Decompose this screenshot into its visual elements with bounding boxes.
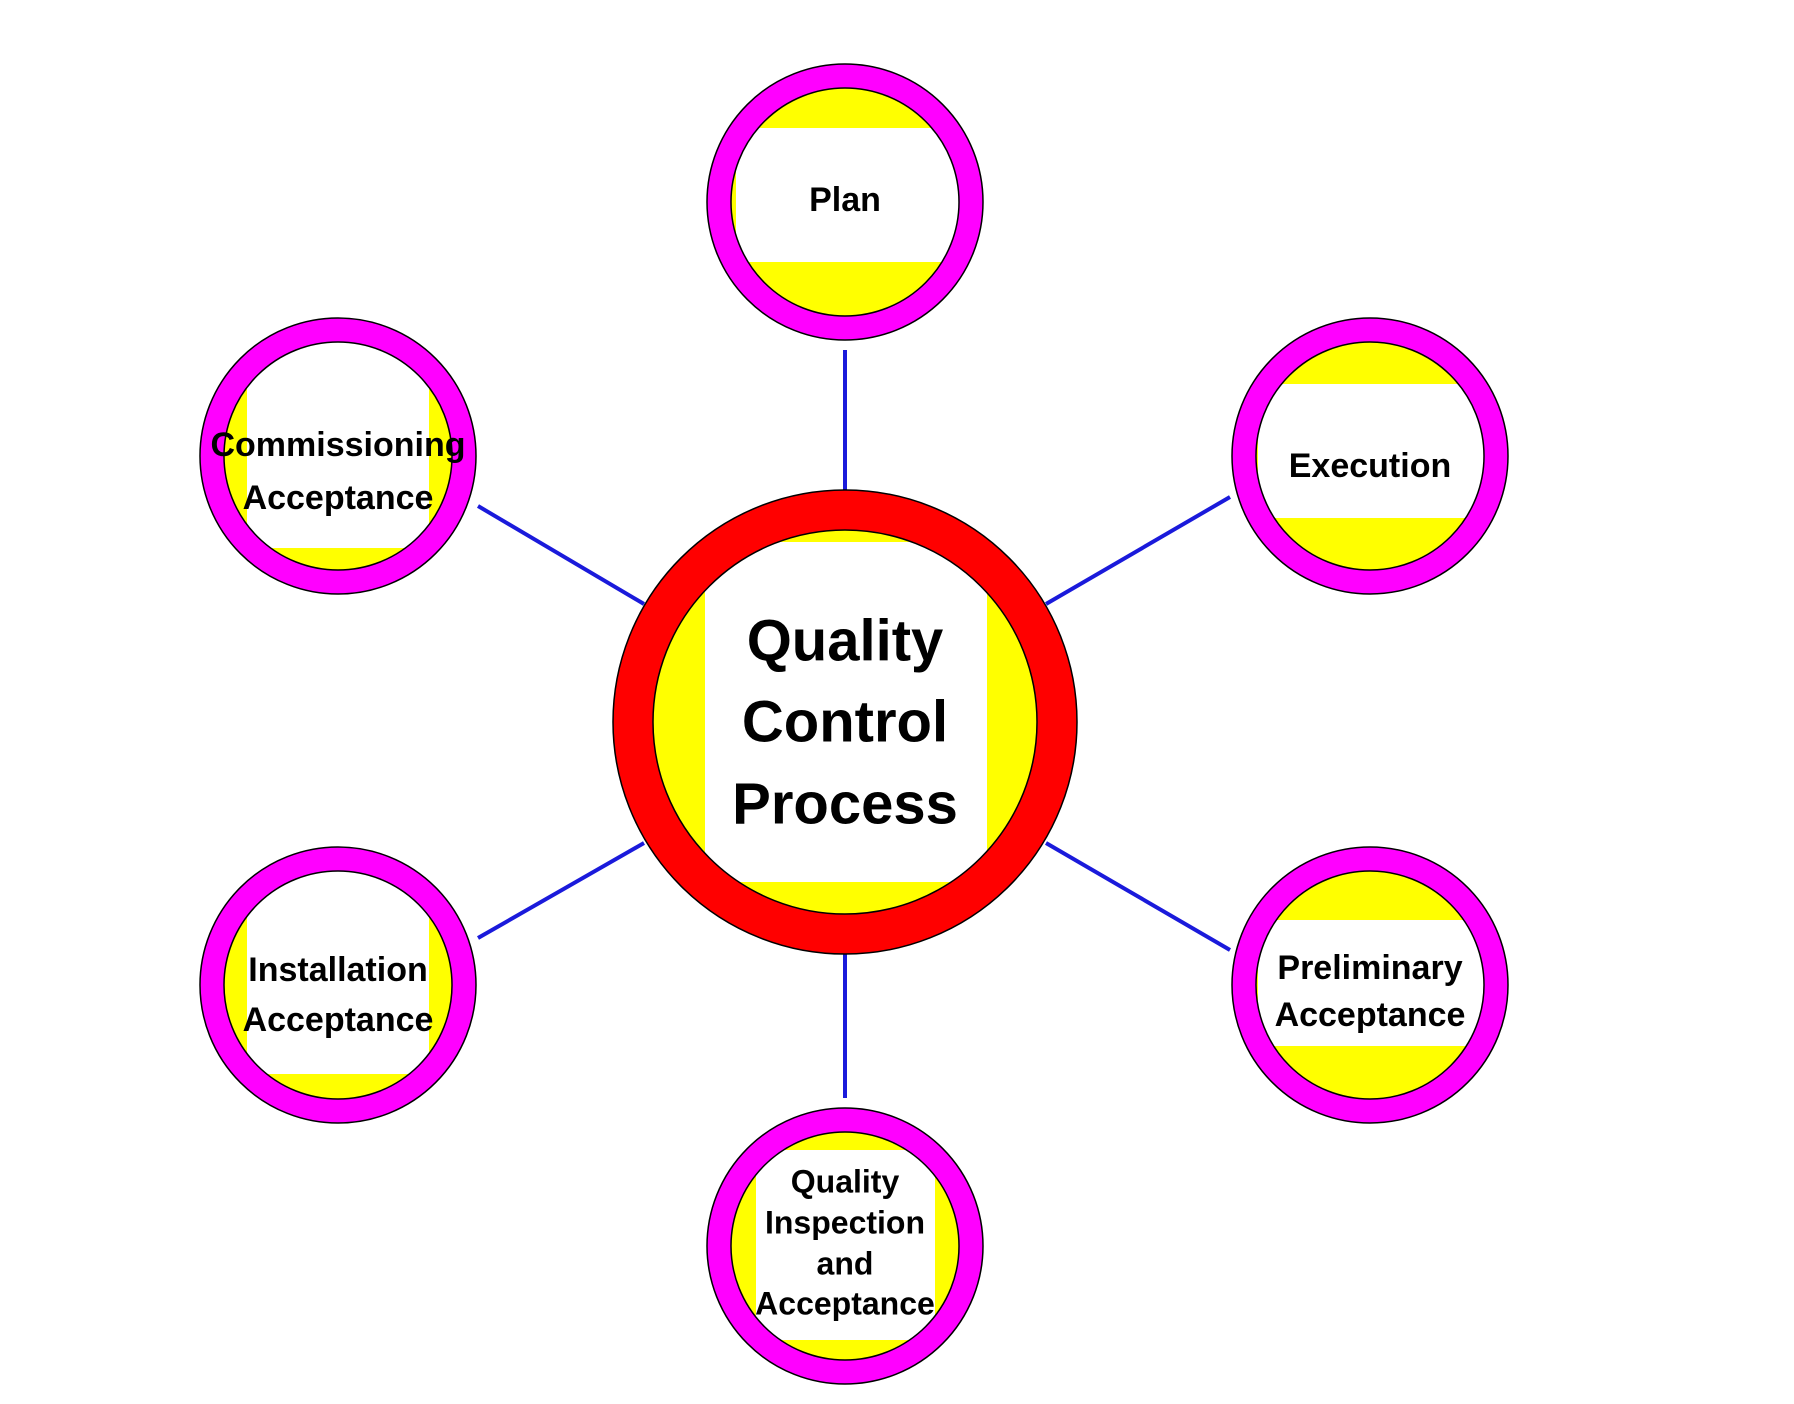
center-label-line-3: Process (732, 771, 958, 836)
quality-inspection-and-acceptance-label-line-3: and (817, 1245, 874, 1281)
center-ring-inner-edge (652, 529, 1038, 915)
quality-inspection-and-acceptance-ring (707, 1108, 983, 1384)
quality-inspection-and-acceptance-label-line-1: Quality (791, 1163, 900, 1199)
connector-preliminary-acceptance (1044, 841, 1232, 952)
plan-ring-inner-edge (730, 87, 960, 317)
commissioning-acceptance-white-panel (247, 340, 429, 548)
plan-ring-outer-edge (706, 63, 984, 341)
quality-inspection-and-acceptance-label-line-2: Inspection (765, 1204, 925, 1240)
preliminary-acceptance-white-panel (1258, 920, 1496, 1046)
center-ring-outer-edge (612, 489, 1078, 955)
plan-node: Plan (706, 63, 984, 341)
execution-node: Execution (1231, 317, 1509, 595)
commissioning-acceptance-label-line-2: Acceptance (243, 479, 434, 517)
connector-lines (476, 350, 1232, 1098)
installation-acceptance-white-panel (247, 862, 429, 1074)
commissioning-acceptance-ring (200, 318, 476, 594)
installation-acceptance-ring-inner-edge (223, 870, 453, 1100)
installation-acceptance-label-line-1: Installation (248, 951, 427, 989)
plan-label-line-1: Plan (809, 181, 881, 219)
preliminary-acceptance-label-line-1: Preliminary (1277, 949, 1462, 987)
quality-inspection-and-acceptance-ring-outer-edge (706, 1107, 984, 1385)
center-white-panel (705, 542, 987, 882)
connector-execution (1044, 495, 1232, 606)
commissioning-acceptance-ring-outer-edge (199, 317, 477, 595)
connector-commissioning-acceptance (476, 504, 646, 606)
center-ring (613, 490, 1077, 954)
connector-installation-acceptance (477, 841, 645, 940)
installation-acceptance-ring (200, 847, 476, 1123)
center-label-line-1: Quality (747, 608, 944, 673)
quality-inspection-and-acceptance-white-panel (756, 1150, 935, 1340)
quality-inspection-and-acceptance-ring-inner-edge (730, 1131, 960, 1361)
preliminary-acceptance-label-line-2: Acceptance (1275, 996, 1466, 1034)
preliminary-acceptance-ring-outer-edge (1231, 846, 1509, 1124)
execution-white-panel (1258, 384, 1496, 518)
execution-ring-outer-edge (1231, 317, 1509, 595)
plan-ring (707, 64, 983, 340)
plan-white-panel (736, 128, 967, 262)
execution-label-line-1: Execution (1289, 447, 1451, 485)
commissioning-acceptance-ring-inner-edge (223, 341, 453, 571)
installation-acceptance-ring-outer-edge (199, 846, 477, 1124)
preliminary-acceptance-ring-inner-edge (1255, 870, 1485, 1100)
center-label-line-2: Control (742, 689, 948, 754)
installation-acceptance-label-line-2: Acceptance (243, 1001, 434, 1039)
satellite-nodes: PlanExecutionPreliminaryAcceptanceQualit… (199, 63, 1509, 1385)
quality-inspection-and-acceptance-label-line-4: Acceptance (755, 1285, 935, 1321)
preliminary-acceptance-ring (1232, 847, 1508, 1123)
commissioning-acceptance-label-line-1: Commissioning (210, 426, 465, 464)
execution-ring (1232, 318, 1508, 594)
execution-ring-inner-edge (1255, 341, 1485, 571)
